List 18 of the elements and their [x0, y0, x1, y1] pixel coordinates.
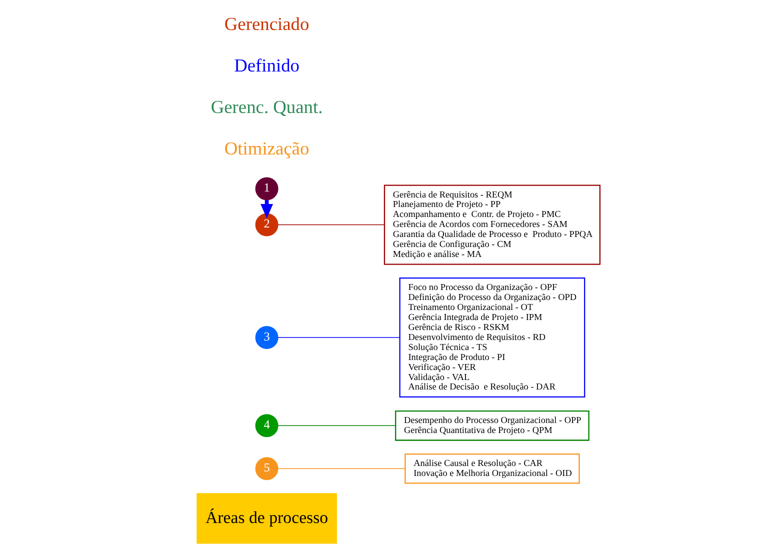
- node-box: Áreas de processo: [196, 493, 336, 544]
- node-circle: 1: [254, 177, 278, 200]
- connector: [277, 224, 384, 226]
- node-circle: 3: [254, 326, 278, 349]
- connector: [277, 337, 400, 338]
- node-circle: 4: [254, 414, 278, 438]
- label: Otimização: [224, 138, 309, 158]
- connector: [277, 425, 396, 426]
- node-box: Gerência de Requisitos - REQM Planejamento de Projeto - PP Acompanhamento e Contr. de Projeto - PMC Gerência de Acordos com Fornecedores - SAM Garantia da Qualidade de Processo e Produto - PPQA Gerência de Configuração - CM Medição e análise - MA: [383, 184, 600, 265]
- node-box: Desempenho do Processo Organizacional - OPP Gerência Quantitativa de Projeto - QPM: [394, 410, 589, 441]
- label: Definido: [234, 56, 299, 76]
- label: Gerenciado: [224, 14, 309, 34]
- connector: [277, 468, 405, 469]
- node-circle: 2: [254, 213, 278, 236]
- node-box: Foco no Processo da Organização - OPF Definição do Processo da Organização - OPD Treinamento Organizacional - OT Gerência Integrada de Projeto - IPM Gerência de Risco - RSKM Desenvolvimento de Requisitos - RD Solução Técnica - TS Integração de Produto - PI Verificação - VER Validação - VAL Análise de Decisão e Resolução - DAR: [398, 278, 585, 398]
- node-circle: 5: [254, 457, 278, 480]
- node-box: Análise Causal e Resolução - CAR Inovação e Melhoria Organizacional - OID: [404, 453, 580, 484]
- label: Gerenc. Quant.: [210, 97, 322, 117]
